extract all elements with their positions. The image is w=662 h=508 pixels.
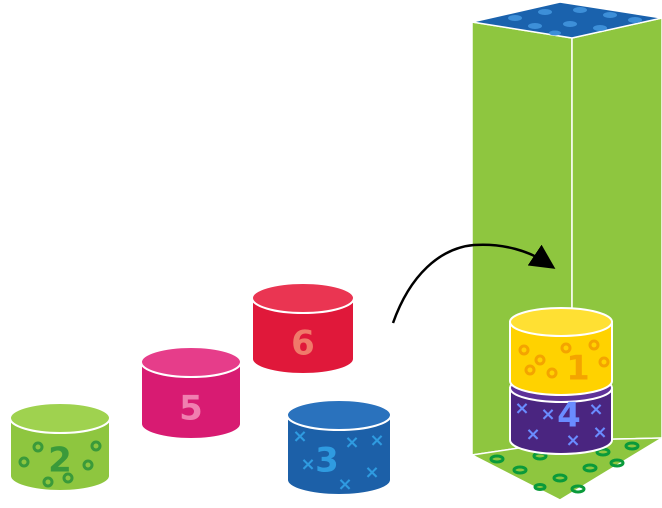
svg-text:×: ×	[540, 404, 555, 425]
fish-pattern	[508, 7, 642, 36]
circle-pattern	[518, 339, 610, 379]
circle-pattern	[18, 440, 102, 488]
cylinder-4-label: 4	[557, 396, 581, 436]
cylinder-6-label: 6	[291, 324, 315, 364]
cylinder-2: 2	[9, 402, 111, 492]
svg-text:×: ×	[514, 398, 529, 419]
svg-text:×: ×	[565, 430, 580, 451]
cylinder-3-label: 3	[315, 441, 339, 481]
move-arrow	[391, 243, 556, 324]
cylinder-2-label: 2	[48, 441, 72, 481]
cylinder-4: × × × × × × 4	[509, 373, 613, 455]
svg-text:×: ×	[588, 399, 603, 420]
svg-text:×: ×	[525, 424, 540, 445]
cylinder-5: 5	[140, 346, 242, 440]
cylinder-3: × × × × × × 3	[286, 399, 392, 496]
svg-text:×: ×	[364, 462, 379, 483]
cylinder-5-label: 5	[179, 389, 203, 429]
svg-text:×: ×	[369, 430, 384, 451]
box-top	[471, 1, 662, 39]
svg-text:×: ×	[344, 432, 359, 453]
cylinder-6: 6	[251, 282, 355, 375]
cylinder-1-label: 1	[566, 349, 590, 389]
svg-text:×: ×	[300, 454, 315, 475]
svg-text:×: ×	[292, 426, 307, 447]
cylinder-1: 1	[509, 307, 613, 396]
svg-text:×: ×	[592, 422, 607, 443]
cross-pattern: × × × × × ×	[514, 398, 607, 451]
cross-pattern: × × × × × ×	[292, 426, 384, 495]
svg-text:×: ×	[337, 474, 352, 495]
